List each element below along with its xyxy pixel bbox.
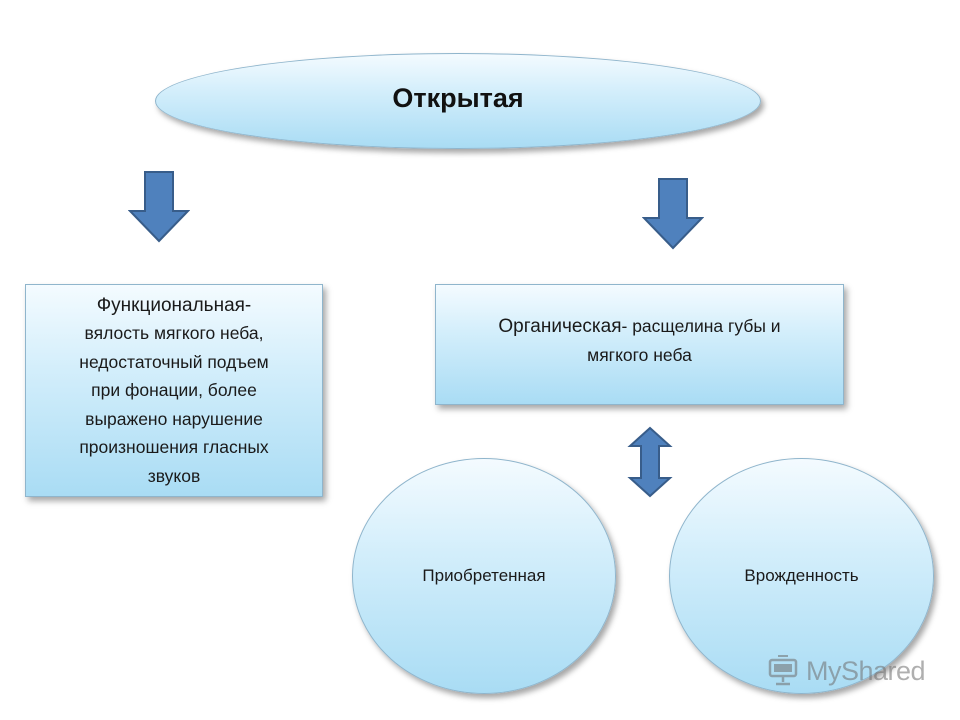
functional-body: вялость мягкого неба, недостаточный подъ… [26,319,322,490]
top-ellipse: Открытая [155,53,761,149]
functional-line: выражено нарушение [85,408,263,429]
organic-description: - расщелина губы и [621,316,781,336]
top-ellipse-label: Открытая [392,82,524,113]
organic-line-2: мягкого неба [587,345,692,365]
organic-heading: Органическая [498,316,622,337]
acquired-circle: Приобретенная [352,458,616,694]
down-arrow-left-icon [128,171,190,243]
congenital-label: Врожденность [744,566,859,585]
functional-line: вялость мягкого неба, [84,323,264,343]
projector-icon [768,655,798,686]
organic-box: Органическая- расщелина губы и мягкого н… [435,284,844,405]
functional-heading: Функциональная- [96,295,252,316]
functional-box: Функциональная- вялость мягкого неба, не… [25,284,323,497]
up-down-arrow-icon [627,426,673,498]
functional-line: недостаточный подъем [79,351,269,372]
watermark: MyShared [766,654,926,688]
functional-line: звуков [147,465,201,486]
functional-line: произношения гласных [79,437,269,457]
watermark-text: MyShared [806,655,926,686]
organic-text: Органическая- расщелина губы и мягкого н… [498,312,780,369]
congenital-circle: Врожденность [669,458,934,694]
down-arrow-right-icon [642,178,704,250]
organic-line-1: Органическая- расщелина губы и [498,312,780,341]
acquired-label: Приобретенная [422,566,546,585]
functional-line: при фонации, более [91,380,257,400]
